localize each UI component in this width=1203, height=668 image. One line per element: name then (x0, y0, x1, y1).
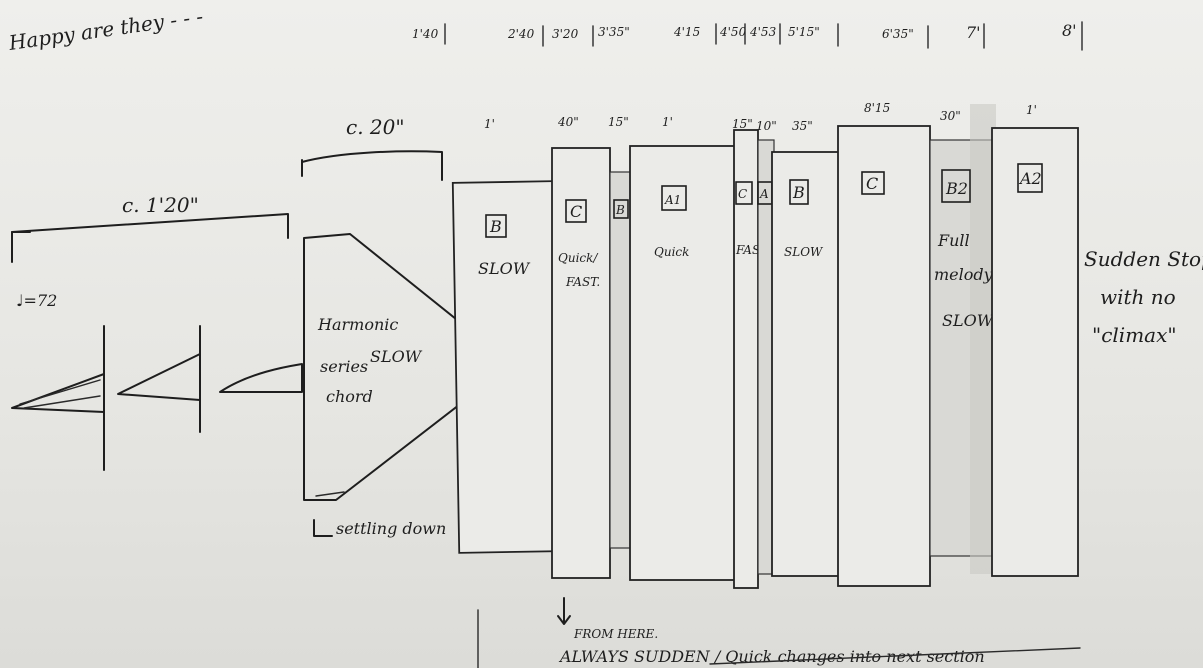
triangle-label-line: Harmonic (317, 315, 398, 334)
section-letter-box (941, 169, 971, 203)
timeline-mark: 5'15" (788, 25, 820, 39)
settling-label: settling down (336, 519, 446, 538)
from-here-label: FROM HERE. (573, 627, 658, 641)
timeline-mark: 7' (966, 23, 981, 42)
section-tempo-line: Full (937, 231, 970, 250)
section-panel (551, 147, 611, 579)
section-letter: B (792, 183, 805, 202)
timeline-mark: 6'35" (882, 27, 914, 41)
section-letter: C (866, 174, 878, 193)
section-duration: 1' (662, 115, 673, 129)
section-duration: 15" (608, 115, 629, 129)
section-duration: 40" (557, 115, 579, 129)
footer-instruction: ALWAYS SUDDEN / Quick changes into next … (558, 647, 985, 666)
section-letter: C (570, 202, 582, 221)
section-letter: B (489, 217, 502, 236)
header-note: Happy are they - - - (6, 4, 204, 55)
section-letter-box (613, 199, 629, 219)
section-panel (451, 180, 563, 554)
section-letter-box (735, 181, 753, 205)
hairpin-shape (117, 353, 201, 401)
section-letter: A1 (664, 193, 681, 207)
section-panel (629, 145, 743, 581)
section-panel (991, 127, 1079, 577)
section-letter-box (861, 171, 885, 195)
ending-note-line: with no (1100, 285, 1176, 309)
triangle-base-mark (315, 491, 345, 497)
section-panel (733, 129, 759, 589)
section-letter-box (661, 185, 687, 211)
harmonic-chord-block: c. 20" Harmonic series chord SLOW settli… (301, 115, 513, 538)
section-letter-box (485, 214, 507, 238)
footer-underline (709, 647, 1081, 665)
section-duration: 30" (940, 109, 961, 123)
settling-arrow-stem (313, 519, 333, 537)
bracket-duration-label: c. 20" (346, 115, 405, 139)
section-duration: 1' (484, 117, 495, 131)
section-tempo: SLOW (784, 245, 824, 259)
section-letter: A (759, 187, 769, 201)
triangle-tempo: SLOW (370, 347, 423, 366)
timeline-mark: 3'35" (598, 25, 630, 39)
duration-bracket (11, 213, 289, 263)
timeline-marks: 1'40 2'40 3'20 3'35" 4'15 4'50 4'53 5'15… (412, 21, 1083, 51)
section-duration: 10" (756, 119, 777, 133)
ending-note-line: Sudden Stop (1084, 247, 1203, 271)
ending-note-line: "climax" (1092, 323, 1177, 347)
timeline-mark: 4'15 (673, 25, 700, 39)
from-here-arrow (557, 597, 571, 625)
hairpin-shape (219, 363, 303, 393)
section-duration: 8'15 (864, 101, 890, 115)
section-duration: 15" (732, 117, 753, 131)
timeline-mark: 1'40 (412, 27, 439, 41)
section-duration: 1' (1026, 103, 1037, 117)
section-tempo: Quick/ (558, 251, 599, 265)
section-letter-box (789, 179, 809, 205)
section-duration: 35" (792, 119, 813, 133)
section-letter: C (738, 187, 747, 201)
intro-section: c. 1'20" ♩=72 (11, 193, 303, 471)
tempo-mark: ♩=72 (16, 291, 57, 310)
ending-note: Sudden Stop with no "climax" (1084, 247, 1203, 347)
section-letter: B2 (945, 179, 968, 198)
intro-duration-label: c. 1'20" (122, 193, 199, 217)
section-tempo-line: SLOW (942, 311, 995, 330)
timeline-mark: 4'53 (749, 25, 777, 39)
section-letter-box (565, 199, 587, 223)
section-letter: B (615, 203, 625, 217)
timeline-mark: 3'20 (552, 27, 579, 41)
top-bracket (301, 150, 443, 181)
timeline-mark: 4'50 (719, 25, 747, 39)
timeline-mark: 2'40 (507, 27, 535, 41)
section-tempo: SLOW (478, 259, 531, 278)
timeline-mark: 8' (1062, 21, 1077, 40)
section-panel (837, 125, 931, 587)
section-panels: 1' B SLOW 40" C Quick/ FAST. 15" B 1' A1… (451, 101, 1079, 589)
section-tempo: Quick (654, 245, 689, 259)
triangle-label-line: series (320, 357, 368, 376)
hairpin-hatching (19, 379, 101, 409)
chord-triangle (303, 233, 513, 501)
triangle-label-line: chord (326, 387, 373, 406)
section-letter-box (1017, 163, 1043, 193)
section-tempo-line: melody (934, 265, 994, 284)
section-panel (771, 151, 843, 577)
section-letter: A2 (1018, 169, 1042, 188)
section-tempo: FAST. (565, 275, 600, 289)
footer-notes: FROM HERE. ALWAYS SUDDEN / Quick changes… (477, 597, 1081, 668)
